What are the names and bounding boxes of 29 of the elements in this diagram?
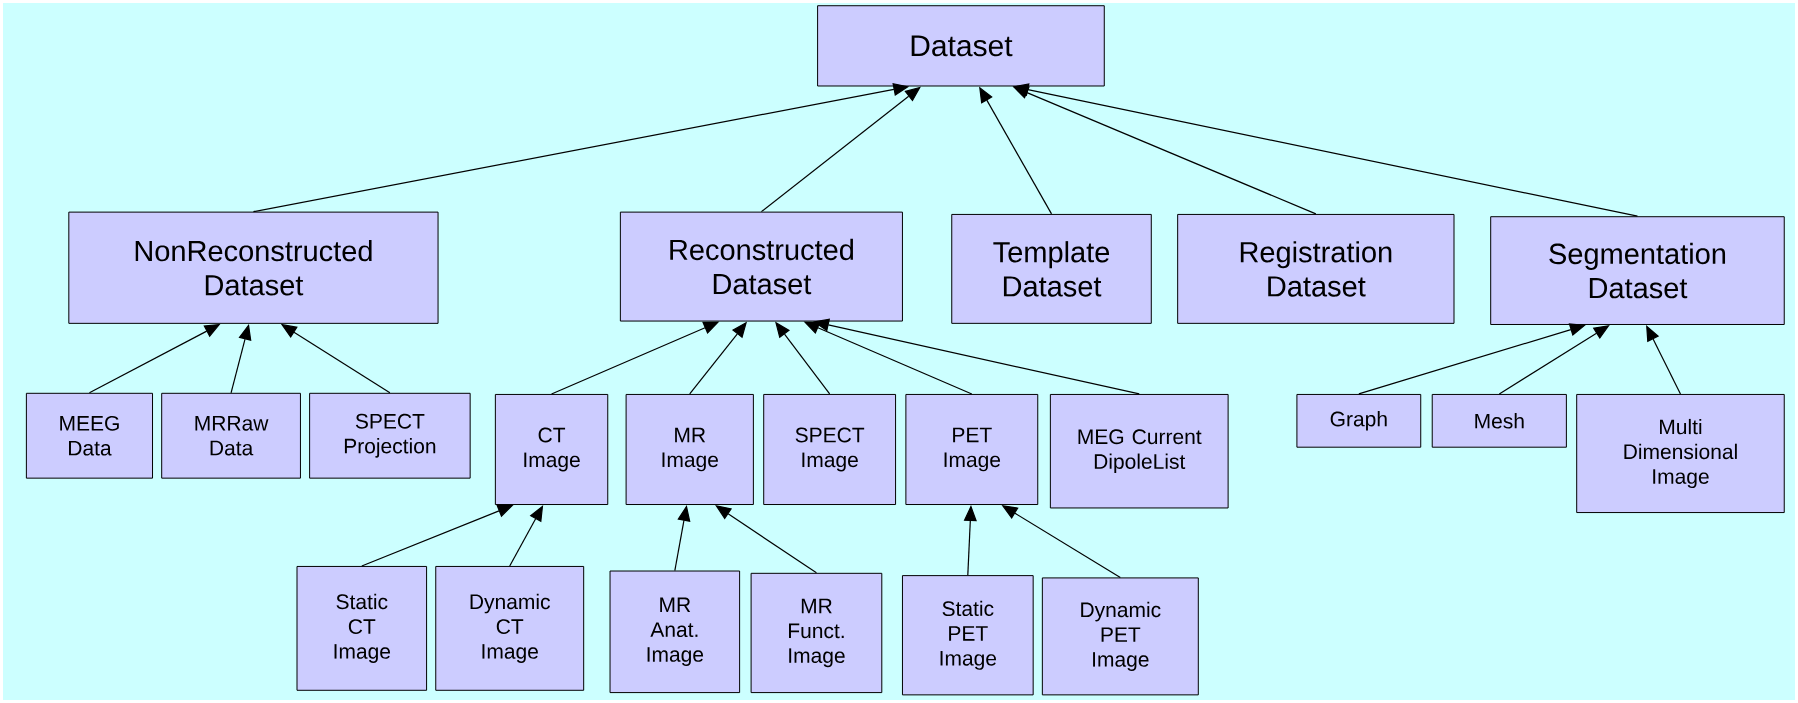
- arrow: [813, 318, 1140, 395]
- class-box: MEG Current DipoleList: [1049, 393, 1229, 509]
- class-box: CT Image: [494, 393, 609, 505]
- class-box: Static CT Image: [296, 565, 428, 691]
- class-box: MR Funct. Image: [750, 572, 883, 694]
- arrow: [1498, 325, 1610, 395]
- class-box: MR Anat. Image: [609, 570, 741, 694]
- class-box: Segmentation Dataset: [1490, 216, 1785, 325]
- class-box: MRRaw Data: [161, 392, 301, 479]
- class-box: Dataset: [817, 5, 1105, 87]
- class-box: Graph: [1296, 393, 1422, 448]
- class-box: Dynamic PET Image: [1041, 577, 1199, 696]
- class-box: Static PET Image: [901, 575, 1034, 696]
- class-box: MR Image: [625, 393, 754, 505]
- class-box: Mesh: [1431, 393, 1567, 448]
- class-box: PET Image: [905, 393, 1039, 505]
- arrow: [760, 86, 921, 213]
- class-box: SPECT Projection: [309, 392, 471, 479]
- class-box: Dynamic CT Image: [435, 565, 585, 691]
- arrow: [715, 505, 818, 574]
- class-box: Registration Dataset: [1177, 213, 1455, 324]
- arrow: [509, 505, 544, 567]
- class-box: Template Dataset: [951, 213, 1152, 324]
- class-box: NonReconstructed Dataset: [68, 211, 439, 324]
- class-box: SPECT Image: [763, 393, 897, 505]
- class-box: Multi Dimensional Image: [1576, 393, 1785, 514]
- class-box: MEEG Data: [25, 392, 154, 479]
- class-box: Reconstructed Dataset: [619, 211, 903, 322]
- arrow: [1646, 325, 1682, 395]
